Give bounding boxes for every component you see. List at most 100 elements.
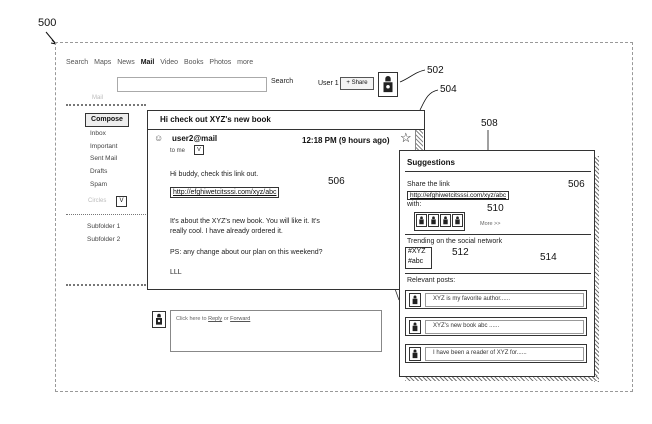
ref-502: 502 — [427, 65, 444, 76]
nav-video[interactable]: Video — [160, 59, 179, 66]
post-text-box — [425, 293, 584, 307]
sidebar-divider-mid — [66, 214, 146, 215]
email-header-rule — [148, 129, 424, 130]
ref-508: 508 — [481, 118, 498, 129]
nav-maps[interactable]: Maps — [94, 59, 112, 66]
post-text: XYZ is my favorite author...... — [433, 296, 511, 302]
share-link[interactable]: http://efghiwetcitsssi.com/xyz/abc — [407, 191, 510, 200]
more-contacts-link[interactable]: More >> — [480, 221, 501, 227]
relevant-posts-label: Relevant posts: — [407, 277, 456, 284]
figure-number: 500 — [38, 17, 57, 29]
nav-news[interactable]: News — [117, 59, 135, 66]
nav-books[interactable]: Books — [184, 59, 204, 66]
ref-504: 504 — [440, 84, 457, 95]
email-recipient: to me — [170, 148, 186, 154]
sender-icon: ☺ — [154, 133, 164, 143]
nav-more[interactable]: more — [237, 59, 254, 66]
sidebar-item-important[interactable]: Important — [90, 143, 118, 150]
post-item[interactable]: XYZ is my favorite author...... — [405, 290, 587, 309]
post-item[interactable]: I have been a reader of XYZ for...... — [405, 344, 587, 363]
ref-506-suggestions: 506 — [568, 179, 585, 190]
trending-label: Trending on the social network — [407, 238, 503, 245]
sidebar-item-drafts[interactable]: Drafts — [90, 168, 108, 175]
forward-link[interactable]: Forward — [230, 316, 251, 322]
email-body-line-2: really cool. I have already ordered it. — [170, 228, 283, 235]
person-icon — [412, 349, 418, 359]
share-avatar-row — [414, 212, 465, 231]
ref-506-email: 506 — [328, 176, 345, 187]
search-button[interactable]: Search — [271, 78, 294, 85]
sidebar-item-spam[interactable]: Spam — [90, 181, 107, 188]
suggestions-panel: Suggestions Share the link http://efghiw… — [399, 150, 595, 377]
contact-avatar[interactable] — [416, 214, 427, 227]
reply-hint: Click here to Reply or Forward — [176, 316, 250, 322]
post-text: XYZ's new book abc ...... — [433, 323, 500, 329]
post-text: I have been a reader of XYZ for...... — [433, 350, 527, 356]
sidebar-divider-bottom — [66, 284, 146, 286]
ref-512: 512 — [452, 247, 469, 258]
person-icon — [443, 216, 448, 225]
contact-avatar[interactable] — [440, 214, 451, 227]
search-input[interactable] — [117, 77, 267, 92]
person-icon — [412, 295, 418, 305]
sidebar-subfolder-2[interactable]: Subfolder 2 — [87, 236, 121, 243]
sidebar-subfolder-1[interactable]: Subfolder 1 — [87, 223, 121, 230]
trending-tag[interactable]: #XYZ — [408, 248, 426, 255]
sidebar-circles[interactable]: Circles — [88, 198, 107, 204]
ref-510: 510 — [487, 203, 504, 214]
email-sender: user2@mail — [172, 134, 218, 143]
suggestions-rule-posts — [405, 273, 591, 274]
recipient-details-dropdown[interactable]: V — [194, 145, 204, 155]
circles-dropdown[interactable]: V — [116, 196, 127, 207]
suggestions-shadow-bottom — [405, 376, 599, 381]
suggestions-title: Suggestions — [407, 158, 456, 167]
person-icon — [156, 313, 162, 325]
email-time: 12:18 PM (9 hours ago) — [302, 136, 390, 145]
sidebar-item-sent[interactable]: Sent Mail — [90, 155, 118, 162]
email-signoff: LLL — [170, 269, 182, 276]
person-icon — [431, 216, 436, 225]
reply-link[interactable]: Reply — [208, 316, 223, 322]
reply-box[interactable] — [170, 310, 382, 352]
nav-mail[interactable]: Mail — [140, 59, 155, 66]
post-text-box — [425, 320, 584, 334]
sidebar-divider-top — [66, 104, 146, 106]
reply-hint-prefix: Click here to — [176, 316, 207, 322]
suggestions-title-rule — [405, 171, 591, 172]
share-with-label: with: — [407, 201, 422, 208]
nav-photos[interactable]: Photos — [209, 59, 232, 66]
person-icon — [412, 322, 418, 332]
post-avatar — [409, 347, 421, 361]
contact-avatar[interactable] — [452, 214, 463, 227]
trending-tags-box — [405, 247, 432, 269]
post-item[interactable]: XYZ's new book abc ...... — [405, 317, 587, 336]
person-icon — [383, 75, 393, 93]
email-link[interactable]: http://efghiwetcitsssi.com/xyz/abc — [170, 187, 280, 198]
share-link-label: Share the link — [407, 181, 450, 188]
suggestions-rule-trending — [405, 234, 591, 235]
reply-hint-or: or — [223, 316, 229, 322]
trending-tag[interactable]: #abc — [408, 258, 424, 265]
star-icon[interactable]: ☆ — [400, 130, 412, 145]
post-text-box — [425, 347, 584, 361]
post-avatar — [409, 320, 421, 334]
user-avatar[interactable] — [378, 72, 398, 97]
reply-avatar — [152, 311, 166, 328]
contact-avatar[interactable] — [428, 214, 439, 227]
browser-frame — [55, 42, 633, 392]
email-body-line-1: It's about the XYZ's new book. You will … — [170, 218, 320, 225]
person-icon — [419, 216, 424, 225]
email-greeting: Hi buddy, check this link out. — [170, 171, 259, 178]
email-panel: Hi check out XYZ's new book ☺ user2@mail… — [147, 110, 425, 290]
suggestions-shadow-right — [594, 156, 599, 382]
share-button[interactable]: + Share — [340, 77, 374, 90]
ref-514: 514 — [540, 252, 557, 263]
sidebar-item-inbox[interactable]: Inbox — [90, 130, 106, 137]
compose-button[interactable]: Compose — [85, 113, 129, 127]
person-icon — [455, 216, 460, 225]
email-ps: PS: any change about our plan on this we… — [170, 249, 323, 256]
top-nav: Search Maps News Mail Video Books Photos… — [66, 59, 257, 66]
nav-search[interactable]: Search — [66, 59, 89, 66]
email-subject: Hi check out XYZ's new book — [160, 115, 271, 124]
mail-logo: Mail — [92, 95, 104, 101]
